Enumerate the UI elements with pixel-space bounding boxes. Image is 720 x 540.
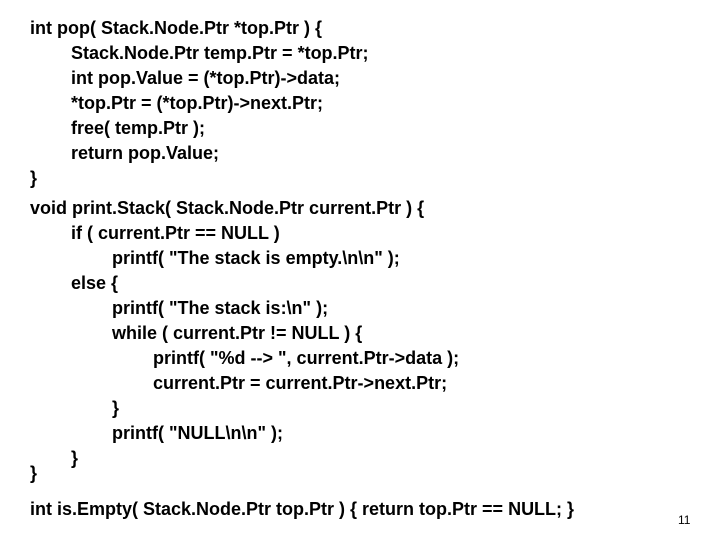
code-line: if ( current.Ptr == NULL ) — [71, 223, 280, 243]
code-line: free( temp.Ptr ); — [71, 118, 206, 138]
code-line: int pop( Stack.Node.Ptr *top.Ptr ) { — [30, 18, 323, 38]
code-line: } — [112, 398, 120, 418]
code-line: while ( current.Ptr != NULL ) { — [112, 323, 363, 343]
code-line: Stack.Node.Ptr temp.Ptr = *top.Ptr; — [71, 43, 369, 63]
code-line: printf( "The stack is empty.\n\n" ); — [112, 248, 400, 268]
code-line: printf( "The stack is:\n" ); — [112, 298, 329, 318]
code-line: return pop.Value; — [71, 143, 220, 163]
code-line: int is.Empty( Stack.Node.Ptr top.Ptr ) {… — [30, 499, 575, 519]
code-line: printf( "%d --> ", current.Ptr->data ); — [153, 348, 460, 368]
code-line: printf( "NULL\n\n" ); — [112, 423, 284, 443]
page-number: 11 — [678, 513, 691, 527]
code-line: *top.Ptr = (*top.Ptr)->next.Ptr; — [71, 93, 324, 113]
code-line: } — [30, 168, 38, 188]
code-line: else { — [71, 273, 119, 293]
code-line: } — [71, 448, 79, 468]
code-line: } — [30, 463, 38, 483]
code-line: void print.Stack( Stack.Node.Ptr current… — [30, 198, 425, 218]
code-line: current.Ptr = current.Ptr->next.Ptr; — [153, 373, 448, 393]
code-line: int pop.Value = (*top.Ptr)->data; — [71, 68, 341, 88]
